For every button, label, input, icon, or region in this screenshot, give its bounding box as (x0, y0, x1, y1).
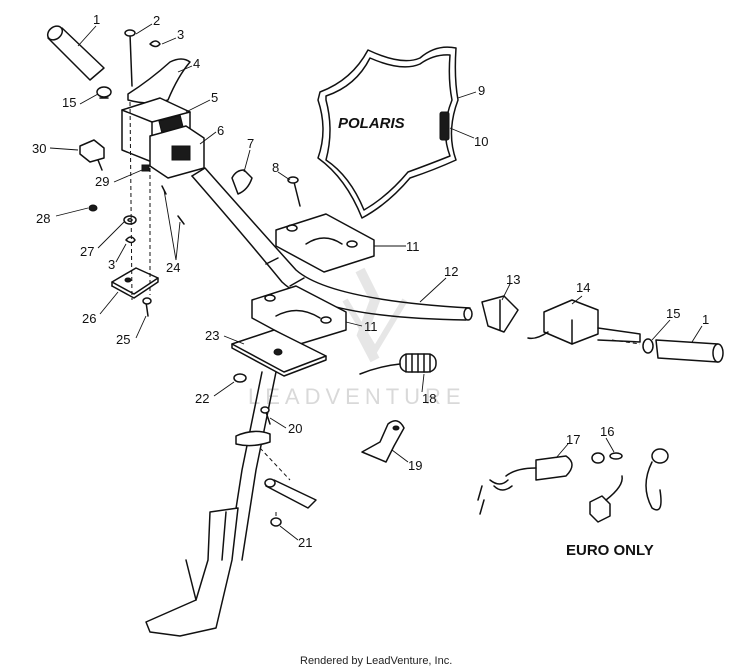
callout-numbers: 1 2 3 4 5 6 7 8 9 10 11 11 12 13 14 15 1… (32, 12, 709, 550)
callout-23: 23 (205, 328, 219, 343)
lower-clamp (251, 285, 347, 345)
plastic-clip-7 (231, 169, 253, 195)
switch-body (645, 448, 669, 511)
kill-switch-17 (477, 455, 573, 515)
callout-1-right: 1 (702, 312, 709, 327)
screws-24 (161, 185, 185, 225)
handlebar (191, 167, 473, 321)
callout-12: 12 (444, 264, 458, 279)
throttle-pin (124, 29, 136, 87)
clip-3-lower (125, 236, 136, 244)
watermark-text: LEADVENTURE (248, 384, 466, 409)
bracket-19 (361, 420, 405, 463)
callout-22: 22 (195, 391, 209, 406)
bushing-15-right (642, 338, 654, 354)
leader-lines (49, 23, 703, 541)
callout-15-left: 15 (62, 95, 76, 110)
callout-26: 26 (82, 311, 96, 326)
screw-29 (141, 164, 150, 172)
upper-clamp (275, 213, 375, 273)
callout-3-lower: 3 (108, 257, 115, 272)
callout-16: 16 (600, 424, 614, 439)
left-hand-grip (46, 25, 105, 81)
washer-27 (123, 215, 137, 225)
spacer-tube (264, 478, 317, 509)
spring-18 (359, 353, 437, 375)
callout-18: 18 (422, 391, 436, 406)
callout-28: 28 (36, 211, 50, 226)
callout-15-right: 15 (666, 306, 680, 321)
callout-11-upper: 11 (406, 239, 420, 254)
right-axis (611, 339, 641, 345)
switch-housing-14 (527, 299, 641, 345)
callout-1-left: 1 (93, 12, 100, 27)
callout-6: 6 (217, 123, 224, 138)
assembly-axis-left (129, 101, 133, 301)
euro-only-label: EURO ONLY (566, 542, 654, 559)
callout-13: 13 (506, 272, 520, 287)
pin-clip (149, 40, 161, 48)
screw-25 (142, 297, 152, 317)
callout-9: 9 (478, 83, 485, 98)
callout-24: 24 (166, 260, 180, 275)
footer-credit: Rendered by LeadVenture, Inc. (300, 655, 452, 667)
handlebar-pad: POLARIS (317, 46, 459, 219)
callout-17: 17 (566, 432, 580, 447)
callout-14: 14 (576, 280, 590, 295)
clamp-30 (79, 139, 105, 171)
nut-22 (233, 373, 247, 383)
post-axis (259, 447, 291, 518)
callout-29: 29 (95, 174, 109, 189)
callout-19: 19 (408, 458, 422, 473)
callout-21: 21 (298, 535, 312, 550)
callout-25: 25 (116, 332, 130, 347)
callout-30: 30 (32, 141, 46, 156)
callout-2: 2 (153, 13, 160, 28)
callout-5: 5 (211, 90, 218, 105)
callout-3-upper: 3 (177, 27, 184, 42)
connector (589, 475, 623, 523)
nut-28 (88, 204, 98, 212)
watermark: LEADVENTURE (248, 267, 466, 409)
nut-21 (270, 517, 282, 527)
plate-26 (111, 267, 159, 299)
callout-27: 27 (80, 244, 94, 259)
callout-10: 10 (474, 134, 488, 149)
callout-4: 4 (193, 56, 200, 71)
mount-plate (231, 329, 327, 377)
steering-post (145, 371, 277, 637)
throttle-cover (149, 125, 205, 179)
screw-20 (260, 406, 271, 425)
brake-lever-13 (481, 295, 519, 333)
callout-11-lower: 11 (364, 319, 378, 334)
bushing-15 (96, 86, 112, 99)
right-hand-grip (655, 339, 724, 363)
screw-8 (287, 176, 301, 207)
callout-7: 7 (247, 136, 254, 151)
nut-16 (591, 452, 623, 464)
brand-label: POLARIS (338, 115, 405, 132)
throttle-lever (127, 58, 191, 104)
callout-8: 8 (272, 160, 279, 175)
callout-20: 20 (288, 421, 302, 436)
